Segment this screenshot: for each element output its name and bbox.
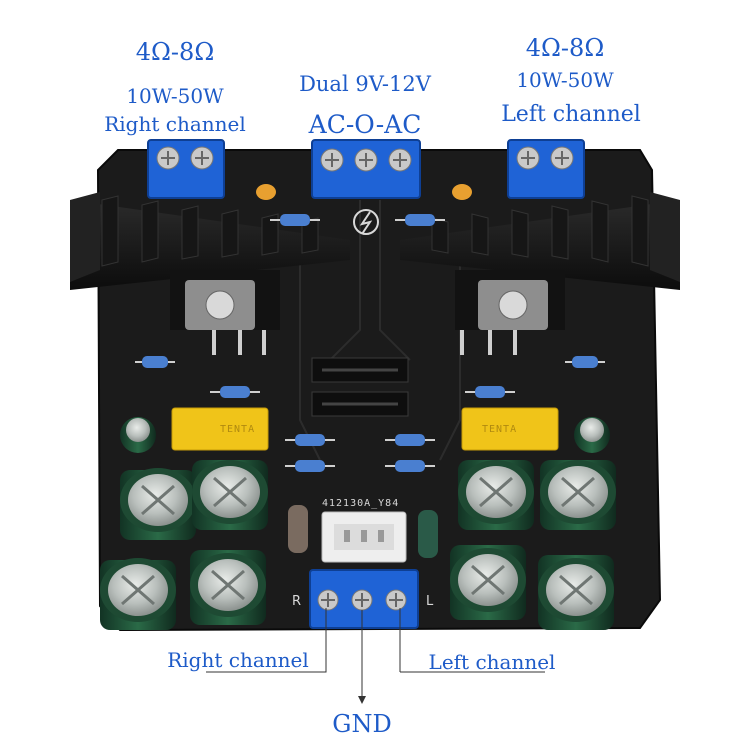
ceramic-capacitors — [256, 184, 472, 200]
board-model-marking: 412130A_Y84 — [322, 498, 400, 509]
power-type-label: AC-O-AC — [308, 110, 422, 139]
filter-capacitors — [100, 460, 616, 630]
input-r-marking: R — [292, 594, 302, 609]
right-channel-top-label: Right channel — [104, 112, 246, 136]
left-speaker-terminal — [507, 139, 585, 199]
rectifier-chips — [311, 357, 409, 417]
left-impedance-label: 4Ω-8Ω — [525, 34, 605, 62]
film-capacitors — [171, 407, 559, 451]
left-power-label: 10W-50W — [516, 68, 614, 92]
power-transistor-right — [185, 280, 266, 355]
input-header-connector — [321, 511, 407, 563]
right-channel-bottom-label: Right channel — [167, 648, 309, 672]
right-impedance-label: 4Ω-8Ω — [135, 38, 215, 66]
left-channel-bottom-label: Left channel — [428, 650, 556, 674]
power-voltage-label: Dual 9V-12V — [299, 72, 431, 96]
power-input-terminal — [311, 139, 421, 199]
left-channel-top-label: Left channel — [501, 102, 641, 127]
ground-label: GND — [332, 710, 392, 738]
film-cap-brand-right: TENTA — [220, 424, 256, 435]
leader-lines — [206, 608, 545, 704]
input-l-marking: L — [426, 594, 434, 609]
resistors — [135, 214, 605, 472]
small-electrolytic-capacitors — [120, 417, 610, 558]
lightning-logo — [353, 209, 379, 235]
power-transistor-left — [460, 280, 548, 355]
signal-input-terminal — [309, 569, 419, 629]
right-power-label: 10W-50W — [126, 84, 224, 108]
film-cap-brand-left: TENTA — [482, 424, 518, 435]
right-speaker-terminal — [147, 139, 225, 199]
